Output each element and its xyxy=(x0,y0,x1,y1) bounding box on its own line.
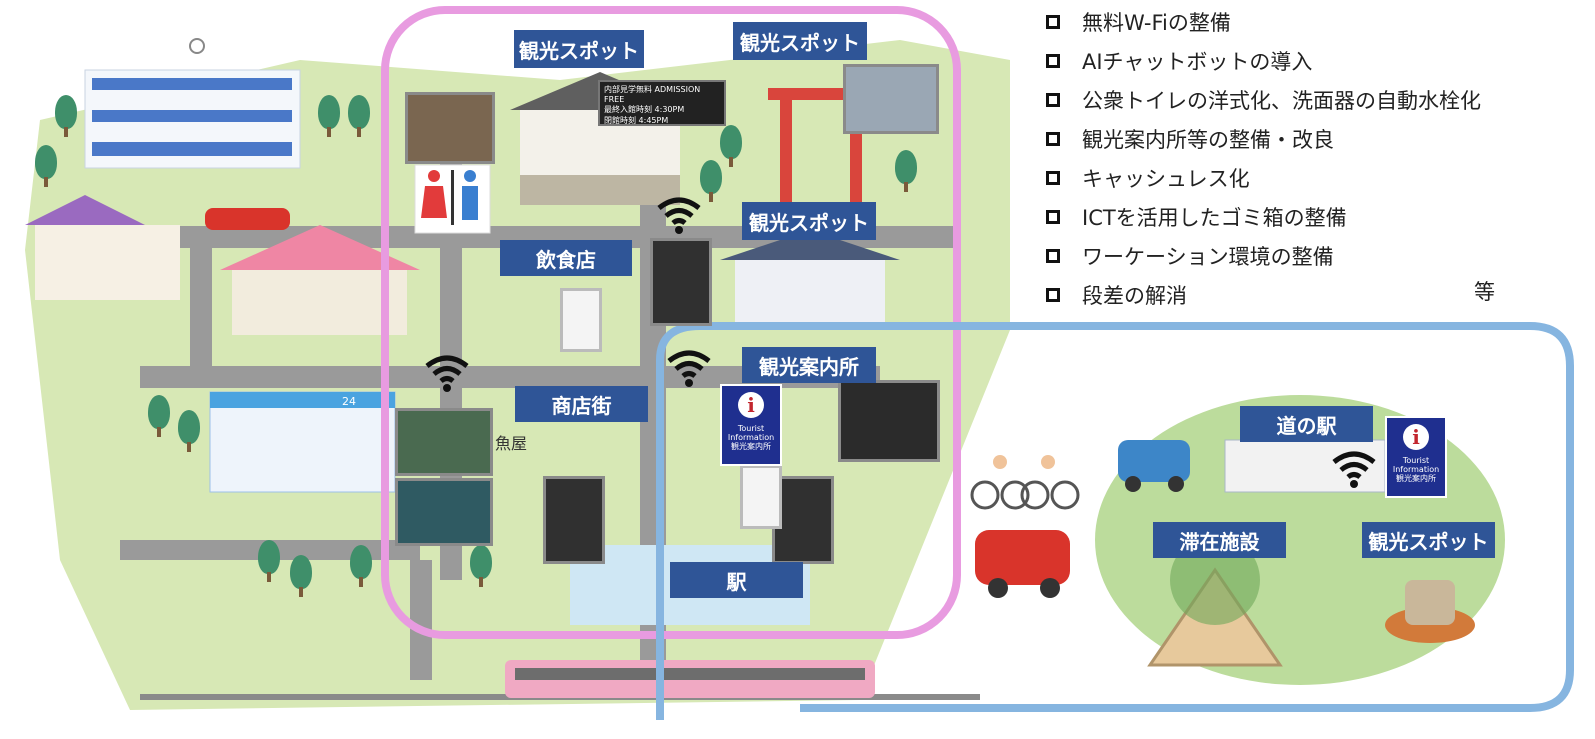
list-item-label: ワーケーション環境の整備 xyxy=(1082,244,1334,269)
list-item: キャッシュレス化 xyxy=(1046,158,1566,197)
label-stay-facility: 滞在施設 xyxy=(1153,522,1286,558)
list-item: ワーケーション環境の整備 xyxy=(1046,236,1566,275)
car-street-icon xyxy=(205,208,290,230)
clock-icon xyxy=(189,38,205,54)
list-item-label: 公衆トイレの洋式化、洗面器の自動水栓化 xyxy=(1082,88,1481,113)
tree xyxy=(720,125,742,167)
list-item-label: 段差の解消 xyxy=(1082,283,1187,308)
list-item-label: AIチャットボットの導入 xyxy=(1082,49,1313,74)
tourist-info-sign: i Tourist Information 観光案内所 xyxy=(720,384,782,466)
admission-signboard: 内部見学無料 ADMISSION FREE 最終入館時刻 4:30PM 閉館時刻… xyxy=(598,80,726,126)
list-item: AIチャットボットの導入 xyxy=(1046,41,1566,80)
tourist-info-line2: Information xyxy=(727,433,775,442)
smart-trashbin-icon xyxy=(650,238,712,326)
road-vertical-west xyxy=(190,240,212,380)
label-shopping-street: 商店街 xyxy=(515,386,648,422)
info-icon: i xyxy=(1403,424,1429,450)
tree xyxy=(258,540,280,582)
tree xyxy=(178,410,200,452)
road-horizontal-middle xyxy=(140,366,880,388)
list-item: 無料W-Fiの整備 xyxy=(1046,2,1566,41)
signboard-line2: 閉館時刻 4:45PM xyxy=(604,116,669,125)
tree xyxy=(35,145,57,187)
list-item: 段差の解消 xyxy=(1046,275,1566,314)
info-screen-photo xyxy=(838,380,940,462)
tree xyxy=(318,95,340,137)
cashless-photo xyxy=(395,408,493,476)
wifi-icon xyxy=(425,355,469,392)
wifi-icon xyxy=(1332,451,1376,488)
tourist-info-line3: 観光案内所 xyxy=(731,442,771,451)
convenience-store xyxy=(209,391,396,493)
smart-trashbin-icon xyxy=(543,476,605,564)
checkbox-icon xyxy=(1046,14,1060,29)
signboard-title-en: ADMISSION FREE xyxy=(604,85,701,104)
checkbox-icon xyxy=(1046,248,1060,263)
etc-label: 等 xyxy=(1474,280,1495,304)
list-item: 公衆トイレの洋式化、洗面器の自動水栓化 xyxy=(1046,80,1566,119)
list-item: ICTを活用したゴミ箱の整備 xyxy=(1046,197,1566,236)
measures-list: 無料W-Fiの整備 AIチャットボットの導入 公衆トイレの洋式化、洗面器の自動水… xyxy=(1046,2,1566,314)
checkbox-icon xyxy=(1046,53,1060,68)
building xyxy=(232,270,407,335)
house-roof xyxy=(25,195,145,225)
checkbox-icon xyxy=(1046,131,1060,146)
tourist-info-line3: 観光案内所 xyxy=(1396,474,1436,483)
tourist-info-line1: Tourist xyxy=(1402,456,1430,465)
label-tourist-spot-middle: 観光スポット xyxy=(742,202,876,240)
label-tourist-spot-top-right: 観光スポット xyxy=(733,22,867,60)
list-item-label: 無料W-Fiの整備 xyxy=(1082,10,1231,35)
restroom-photo xyxy=(405,92,495,164)
label-station: 駅 xyxy=(670,562,803,598)
label-tourist-spot-top-left: 観光スポット xyxy=(514,30,644,68)
workation-photo xyxy=(395,478,493,546)
temple xyxy=(735,260,885,330)
car-red-icon xyxy=(975,530,1070,585)
car-blue-icon xyxy=(1118,440,1190,482)
label-tourist-spot-right: 観光スポット xyxy=(1362,522,1495,558)
signboard-title: 内部見学無料 xyxy=(604,85,652,94)
list-item-label: ICTを活用したゴミ箱の整備 xyxy=(1082,205,1347,230)
road-vertical-south xyxy=(410,560,432,680)
checkbox-icon xyxy=(1046,287,1060,302)
smartphone-icon xyxy=(740,465,782,529)
label-tourist-info-center: 観光案内所 xyxy=(742,347,876,383)
signboard-line1: 最終入館時刻 4:30PM xyxy=(604,105,685,114)
fish-shop-sign: 魚屋 xyxy=(495,434,528,453)
house xyxy=(35,225,180,300)
temple-roof xyxy=(720,230,900,260)
tourist-info-line2: Information xyxy=(1392,465,1440,474)
checkbox-icon xyxy=(1046,209,1060,224)
tree xyxy=(55,95,77,137)
tree xyxy=(348,95,370,137)
bicycle-icon xyxy=(970,480,1000,510)
tourist-info-line1: Tourist xyxy=(737,424,765,433)
pottery-icon xyxy=(1405,580,1455,625)
info-icon: i xyxy=(738,392,764,418)
checkbox-icon xyxy=(1046,92,1060,107)
road-horizontal-top xyxy=(40,226,960,248)
list-item-label: 観光案内所等の整備・改良 xyxy=(1082,127,1334,152)
label-restaurant: 飲食店 xyxy=(500,240,632,276)
store-sign: 24 xyxy=(342,395,356,408)
tree xyxy=(895,150,917,192)
tree xyxy=(148,395,170,437)
torii-left xyxy=(780,95,792,215)
label-roadside-station: 道の駅 xyxy=(1240,406,1373,442)
building-photo xyxy=(843,64,939,134)
tourist-info-sign: i Tourist Information 観光案内所 xyxy=(1385,416,1447,498)
building-roof xyxy=(220,225,420,270)
tree xyxy=(700,160,722,202)
tree xyxy=(350,545,372,587)
tree xyxy=(290,555,312,597)
checkbox-icon xyxy=(1046,170,1060,185)
list-item: 観光案内所等の整備・改良 xyxy=(1046,119,1566,158)
tree xyxy=(470,545,492,587)
smart-trashbin-icon xyxy=(772,476,834,564)
wifi-icon xyxy=(667,350,711,387)
wifi-icon xyxy=(657,197,701,234)
smartphone-icon xyxy=(560,288,602,352)
list-item-label: キャッシュレス化 xyxy=(1082,166,1250,191)
route-outline-blue xyxy=(656,322,1574,720)
